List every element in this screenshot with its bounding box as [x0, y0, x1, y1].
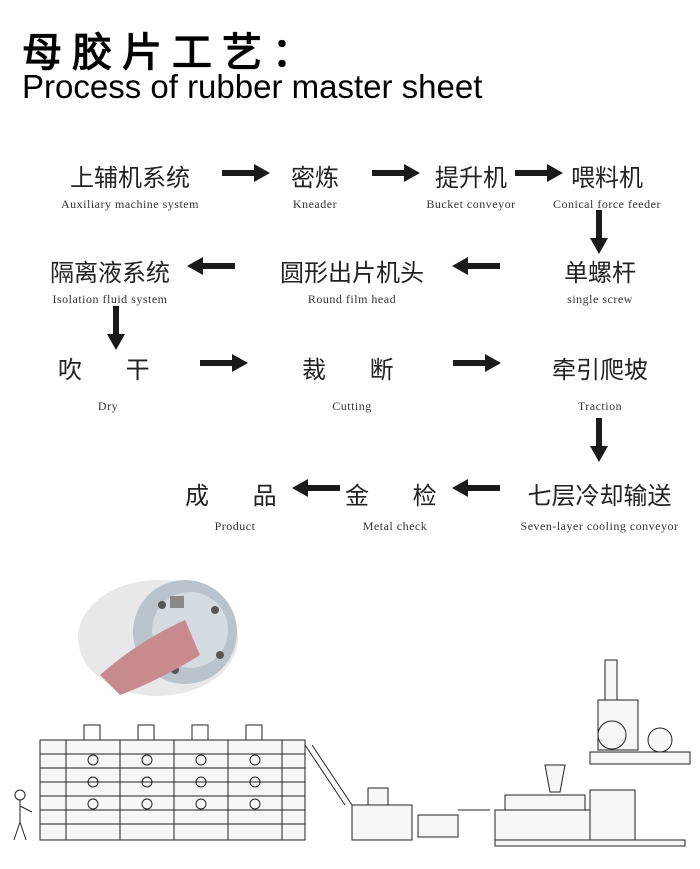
step-cn-label: 吹 干 — [58, 356, 168, 384]
step-isolation-fluid: 隔离液系统 Isolation fluid system — [20, 253, 200, 307]
step-cn-label: 提升机 — [435, 164, 507, 192]
step-en-label: Isolation fluid system — [52, 292, 168, 306]
step-cn-label: 喂料机 — [571, 164, 643, 192]
step-cn-label: 七层冷却输送 — [527, 482, 672, 510]
step-en-label: Product — [214, 519, 256, 533]
step-dry: 吹 干 Dry — [58, 350, 158, 414]
step-cn-label: 金 检 — [345, 482, 455, 510]
step-cn-label: 上辅机系统 — [70, 164, 190, 192]
arrow-left-icon — [187, 257, 235, 275]
step-cn-label: 圆形出片机头 — [280, 259, 424, 287]
arrow-right-icon — [200, 354, 248, 372]
step-product: 成 品 Product — [185, 476, 285, 534]
kneader-unit — [589, 659, 691, 765]
step-en-label: Cutting — [332, 399, 372, 413]
arrow-down-icon — [590, 210, 608, 254]
step-cn-label: 隔离液系统 — [50, 259, 170, 287]
step-metal-check: 金 检 Metal check — [345, 476, 445, 534]
step-round-film-head: 圆形出片机头 Round film head — [262, 253, 442, 307]
step-single-screw: 单螺杆 single screw — [545, 253, 655, 307]
arrow-right-icon — [222, 164, 270, 182]
step-cn-label: 成 品 — [185, 482, 295, 510]
step-en-label: Auxiliary machine system — [61, 197, 199, 211]
operator-figure — [13, 789, 33, 841]
step-cn-label: 密炼 — [291, 164, 339, 192]
step-force-feeder: 喂料机 Conical force feeder — [537, 158, 677, 212]
step-en-label: Traction — [577, 399, 623, 413]
step-en-label: Dry — [97, 399, 119, 413]
step-kneader: 密炼 Kneader — [265, 158, 365, 212]
step-cn-label: 牵引爬坡 — [552, 356, 648, 384]
step-cutting: 裁 断 Cutting — [302, 350, 402, 414]
step-cn-label: 单螺杆 — [564, 259, 636, 287]
page-title-en: Process of rubber master sheet — [22, 68, 483, 105]
step-en-label: Bucket conveyor — [426, 197, 516, 211]
step-bucket-conveyor: 提升机 Bucket conveyor — [412, 158, 530, 212]
step-en-label: Conical force feeder — [553, 197, 661, 211]
step-auxiliary-system: 上辅机系统 Auxiliary machine system — [30, 158, 230, 212]
arrow-down-icon — [590, 418, 608, 462]
step-en-label: Kneader — [292, 197, 338, 211]
production-line-illustration — [13, 580, 691, 847]
arrow-down-icon — [107, 306, 125, 350]
cutting-unit — [351, 787, 490, 841]
arrow-right-icon — [515, 164, 563, 182]
step-en-label: Round film head — [307, 292, 397, 306]
arrow-left-icon — [452, 479, 500, 497]
cooling-conveyor — [39, 724, 353, 841]
step-cooling-conveyor: 七层冷却输送 Seven-layer cooling conveyor — [502, 476, 697, 534]
arrow-left-icon — [292, 479, 340, 497]
step-en-label: Metal check — [362, 519, 428, 533]
step-en-label: Seven-layer cooling conveyor — [520, 519, 679, 533]
step-traction: 牵引爬坡 Traction — [530, 350, 670, 414]
arrow-right-icon — [453, 354, 501, 372]
single-screw-extruder — [494, 764, 686, 847]
arrow-right-icon — [372, 164, 420, 182]
arrow-left-icon — [452, 257, 500, 275]
step-cn-label: 裁 断 — [302, 356, 412, 384]
film-head-photo — [78, 580, 238, 696]
page-title-cn: 母胶片工艺： — [22, 30, 322, 76]
step-en-label: single screw — [567, 292, 633, 306]
